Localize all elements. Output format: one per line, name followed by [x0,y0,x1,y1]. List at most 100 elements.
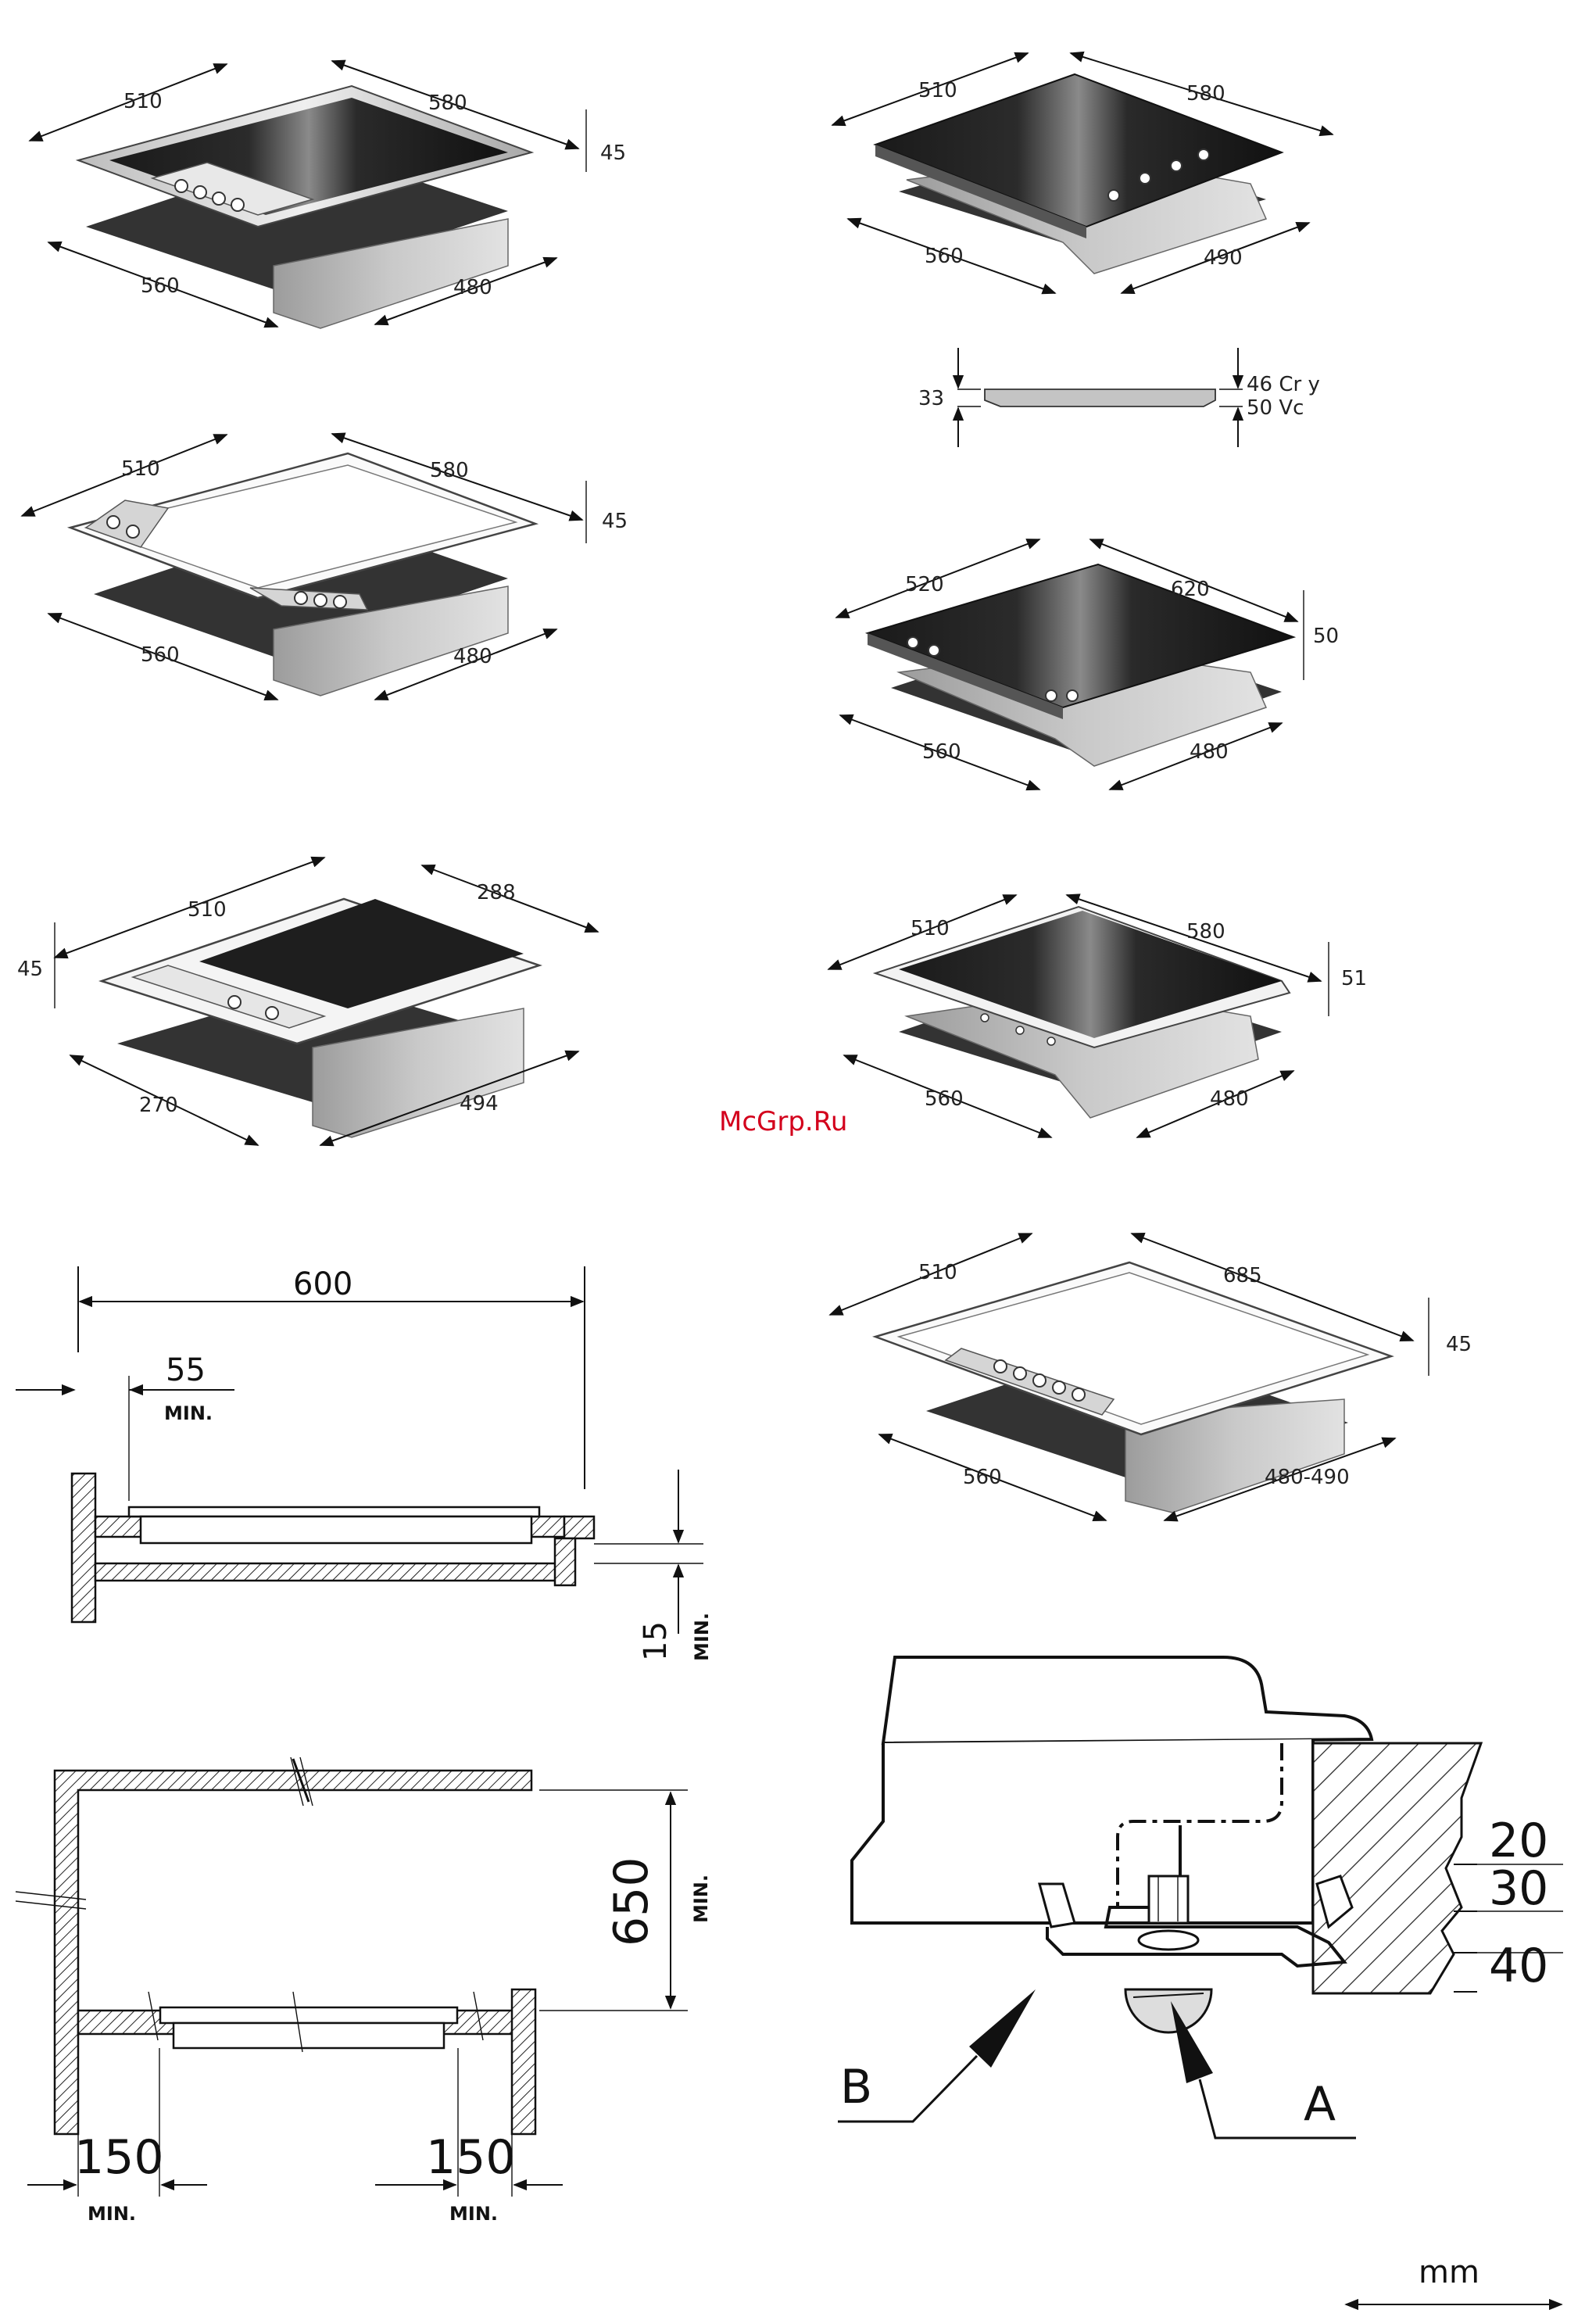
hob-4-drawing: 510 580 560 490 [832,53,1333,293]
section-edge-min-label: MIN. [164,1402,213,1424]
hob-3-cutout-depth-label: 494 [460,1092,499,1115]
section-gap-label: 15 [638,1621,674,1661]
hob-3-cutout-width-label: 270 [139,1094,178,1117]
hob-5-knob [928,645,939,656]
glass-profile-section [985,389,1215,406]
hob-4-width-label: 510 [918,79,957,102]
hob-5-knob [1046,690,1057,701]
plan-hob-top [160,2007,457,2023]
hob-1-depth-label: 580 [428,91,467,115]
hob-6-width-label: 510 [911,917,950,940]
hob-6-height-label: 51 [1341,967,1367,990]
section-width-label: 600 [293,1266,352,1302]
section-gap-min-label: MIN. [691,1613,713,1661]
hob-5-knob [907,637,918,648]
hob-6-knob [981,1014,989,1022]
plan-right-wall [512,1989,535,2134]
hob-3-knob [266,1007,278,1019]
plan-height-label: 650 [604,1857,659,1946]
hob-7-height-label: 45 [1446,1333,1472,1356]
clamp-hob-body [852,1739,1313,1923]
hob-3-knob [228,996,241,1008]
plan-left-wall [55,1771,531,2134]
hob-2-height-label: 45 [602,510,628,533]
hob-7-cutout-width-label: 560 [963,1466,1002,1489]
hob-7-depth-label: 685 [1223,1264,1262,1287]
profile-height-b-label: 50 Vc [1247,396,1304,420]
cabinet-plan-drawing: 650 MIN. 150 MIN. 150 MIN. [16,1757,712,2225]
hob-2-depth-label: 580 [430,459,469,482]
clamp-thickness-40-label: 40 [1489,1939,1548,1993]
hob-5-width-label: 520 [905,573,944,596]
clamp-label-a: A [1304,2077,1336,2132]
profile-thickness-label: 33 [918,387,944,410]
hob-5-cutout-depth-label: 480 [1190,740,1229,764]
unit-label: mm [1419,2254,1479,2290]
clamp-arrow-b [969,1989,1036,2068]
hob-6-cutout-width-label: 560 [925,1087,964,1111]
plan-left-min-label: MIN. [88,2203,136,2225]
hob-4-cutout-depth-label: 490 [1204,246,1243,270]
hob-2-knob [334,596,346,608]
hob-1-cutout-depth-label: 480 [453,276,492,299]
watermark-text: McGrp.Ru [719,1106,847,1137]
hob-1-knob [231,199,244,211]
hob-7-cutout-depth-label: 480-490 [1265,1466,1350,1489]
hob-5-height-label: 50 [1313,625,1339,648]
hob-1-knob [175,180,188,192]
hob-6-cutout-depth-label: 480 [1210,1087,1249,1111]
hob-7-knob [1053,1381,1065,1394]
hob-3-drawing: 510 288 45 270 494 [17,858,598,1145]
section-edge-label: 55 [166,1352,206,1388]
hob-6-knob [1047,1037,1055,1045]
hob-2-cutout-width-label: 560 [141,643,180,667]
clamp-thickness-20-label: 20 [1489,1814,1548,1868]
hob-2-knob [127,525,139,538]
hob-7-knob [1033,1374,1046,1387]
clamp-thickness-30-label: 30 [1489,1861,1548,1916]
hob-3-depth-label: 288 [477,881,516,904]
section-shelf [95,1563,556,1581]
hob-4-depth-label: 580 [1186,82,1225,106]
plan-hob-body [174,2023,444,2048]
hob-4-knob [1171,160,1182,171]
clamp-detail-drawing: 20 30 40 B A [838,1657,1563,2138]
plan-right-label: 150 [426,2130,516,2185]
section-hob-body [141,1517,531,1543]
hob-2-cutout-depth-label: 480 [453,645,492,668]
hob-5-drawing: 520 620 50 560 480 [836,539,1339,790]
hob-1-cutout-width-label: 560 [141,274,180,298]
clamp-screw-housing [1149,1876,1188,1923]
hob-1-height-label: 45 [600,141,626,165]
hob-3-width-label: 510 [188,898,227,922]
glass-profile-drawing: 33 46 Cr y 50 Vc [918,348,1320,447]
hob-4-knob [1108,190,1119,201]
clamp-screw-plate [1139,1931,1198,1950]
hob-5-cutout-width-label: 560 [922,740,961,764]
hob-1-width-label: 510 [123,90,163,113]
hob-4-knob [1140,173,1150,184]
hob-7-width-label: 510 [918,1261,957,1284]
hob-2-knob [314,594,327,607]
section-right-post [555,1538,575,1585]
hob-2-drawing: 510 580 45 560 480 [22,434,628,700]
clamp-hob-rim [883,1657,1372,1743]
hob-4-knob [1198,149,1209,160]
hob-2-knob [295,592,307,604]
hob-3-height-label: 45 [17,958,43,981]
clamp-label-b: B [840,2060,872,2115]
hob-1-knob [213,192,225,205]
hob-7-knob [1014,1367,1026,1380]
hob-7-knob [1072,1388,1085,1401]
hob-6-knob [1016,1026,1024,1034]
worktop-section-drawing: 600 55 MIN. 15 MIN. [16,1266,713,1661]
section-left-wall [72,1474,95,1622]
hob-7-drawing: 510 685 45 560 480-490 [830,1234,1472,1520]
hob-5-depth-label: 620 [1171,578,1210,601]
hob-6-depth-label: 580 [1186,920,1225,944]
hob-2-width-label: 510 [121,457,160,481]
plan-height-min-label: MIN. [690,1875,712,1923]
hob-5-knob [1067,690,1078,701]
